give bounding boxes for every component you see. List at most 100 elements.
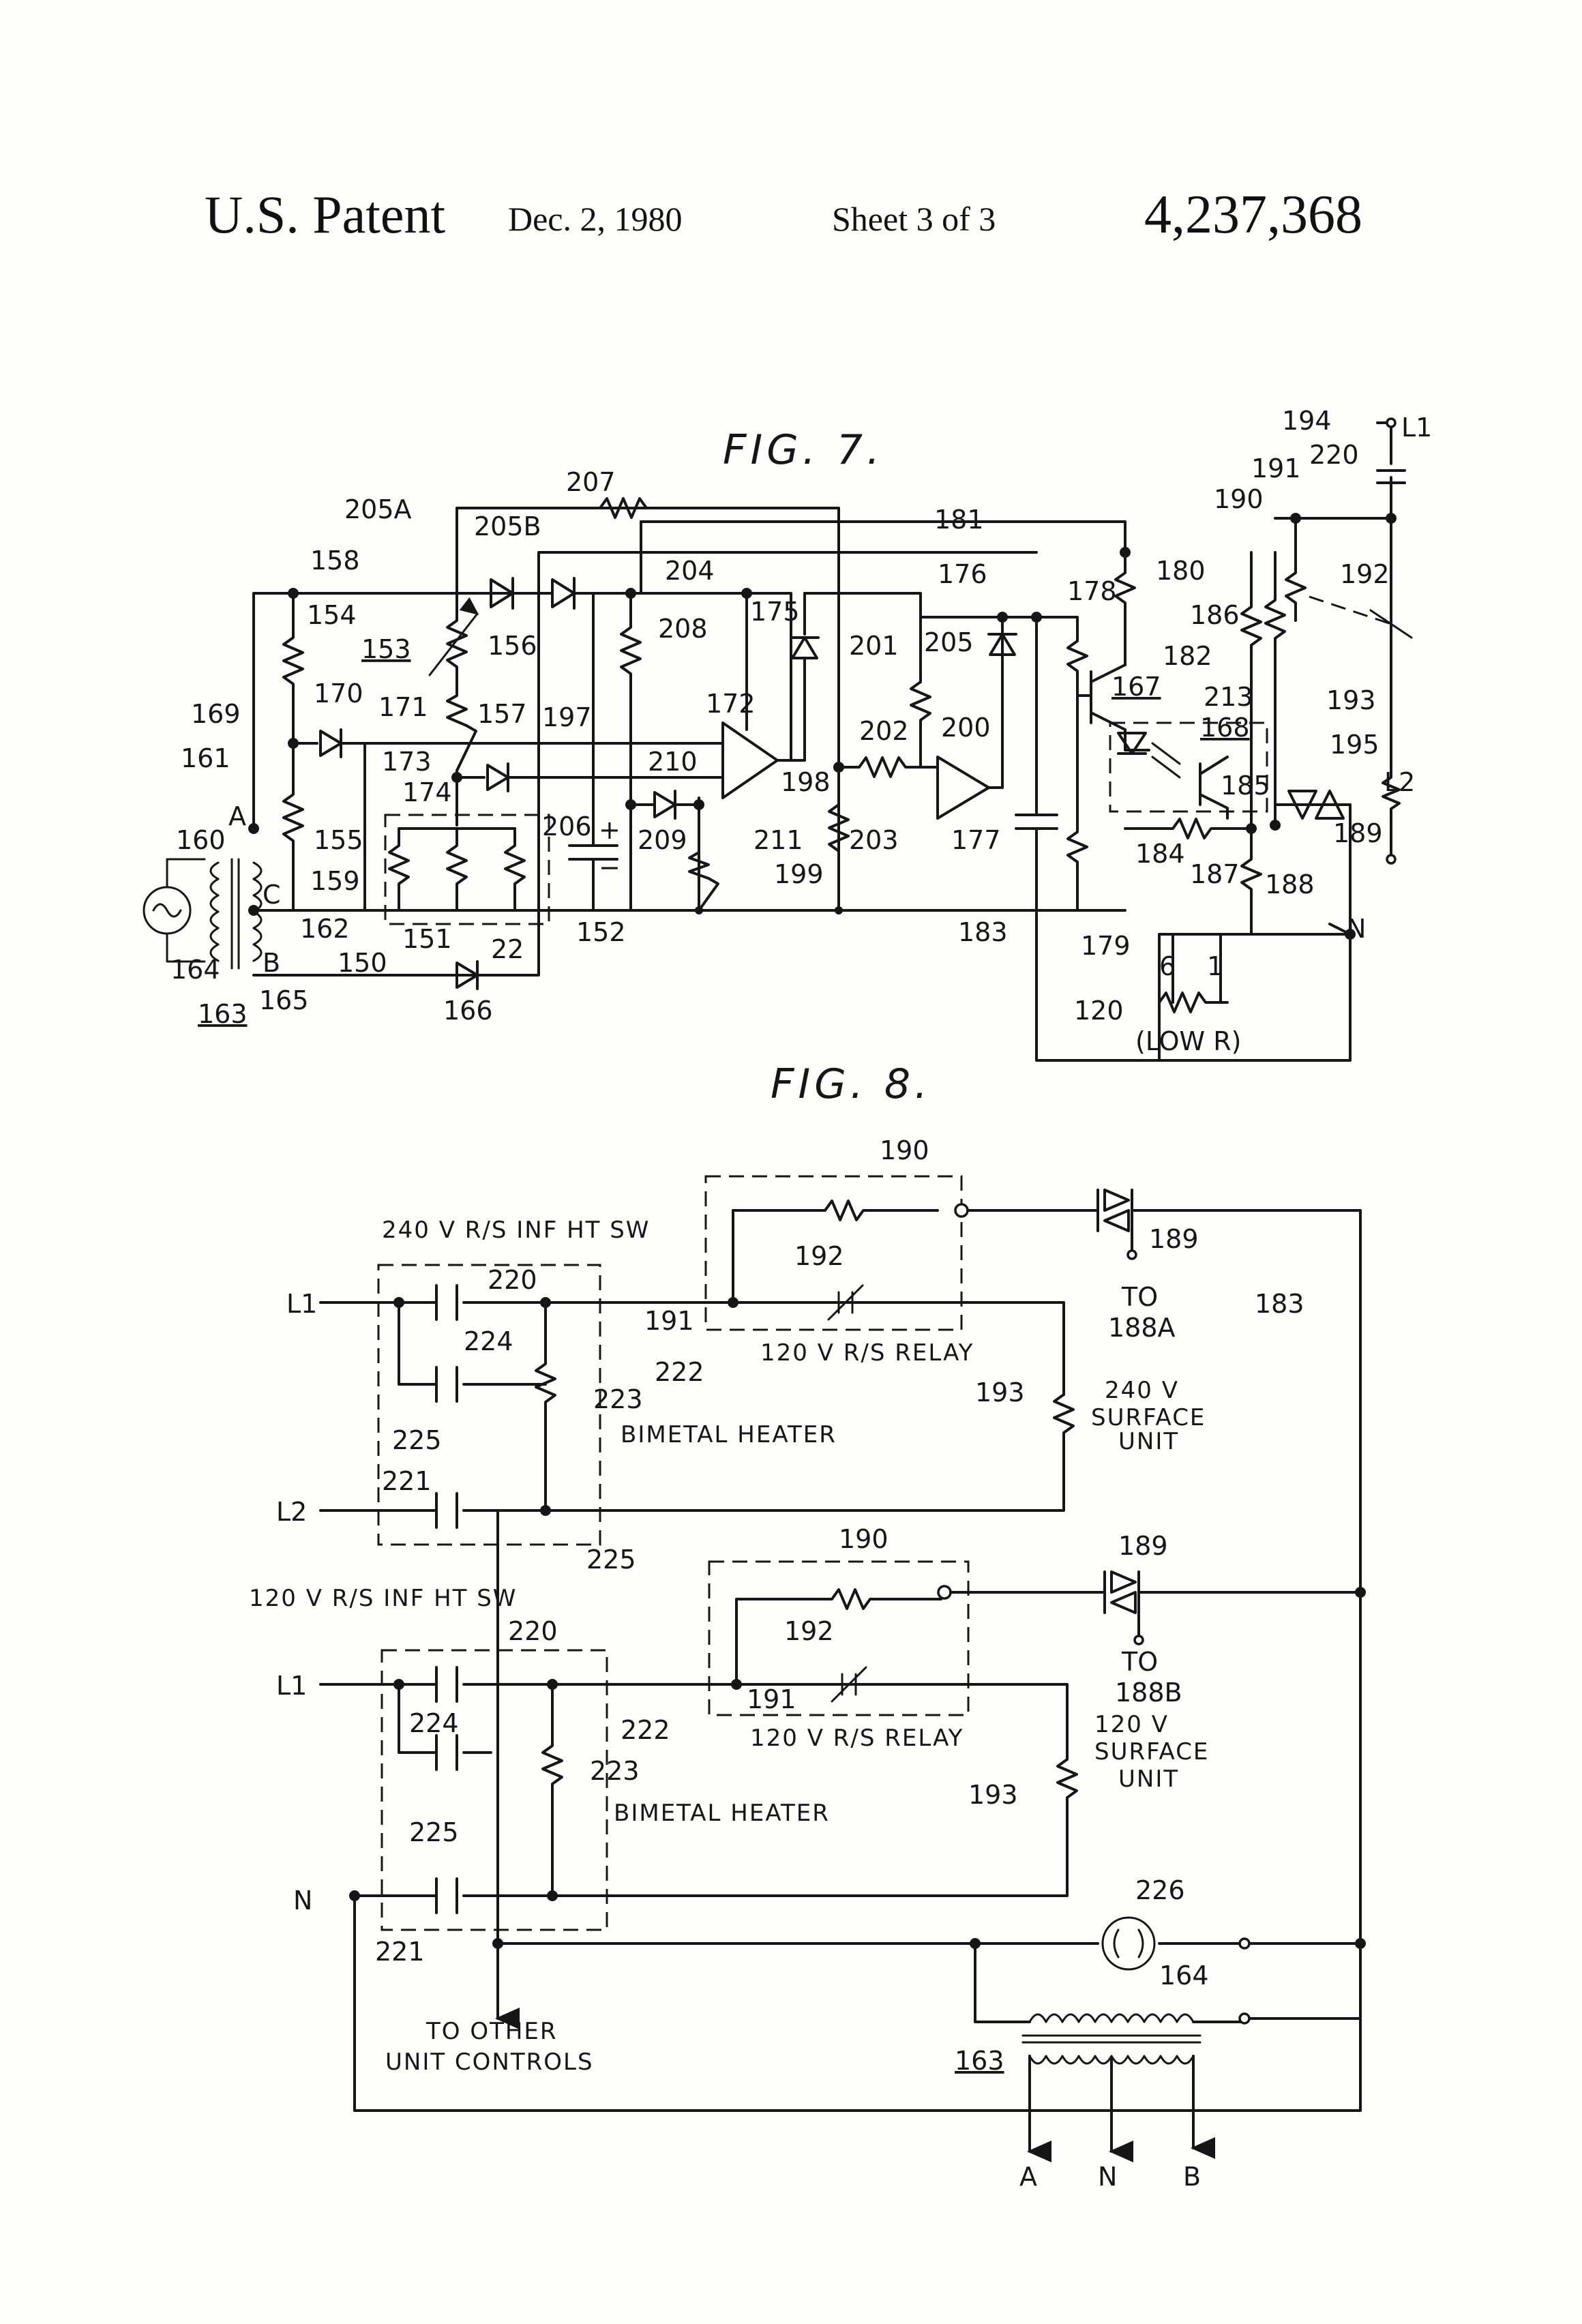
relay-box-bottom (708, 1560, 970, 1716)
resistor-207 (599, 497, 648, 519)
label-209: 209 (638, 825, 687, 855)
label-193-bottom: 193 (968, 1780, 1018, 1810)
patent-date: Dec. 2, 1980 (508, 200, 683, 238)
label-222-top: 222 (655, 1357, 704, 1387)
diode-170 (319, 730, 342, 757)
label-bimetal-bottom: BIMETAL HEATER (614, 1800, 830, 1827)
lamp-226 (1101, 1916, 1156, 1971)
heater-223-top (535, 1301, 556, 1512)
label-other-1: TO OTHER (426, 2018, 558, 2045)
label-199: 199 (774, 859, 824, 889)
resistor-154-155 (282, 592, 304, 912)
resistor-180 (1114, 551, 1136, 666)
fig7-title: FIG. 7. (723, 426, 884, 474)
fig8-schematic: FIG. 8. (249, 1060, 1366, 2192)
label-167: 167 (1111, 672, 1161, 702)
switch-box-120v (380, 1649, 608, 1931)
surface-unit-240v (1053, 1393, 1075, 1454)
led-182 (1117, 732, 1147, 755)
label-179: 179 (1081, 931, 1131, 961)
label-188b: 188B (1115, 1678, 1182, 1708)
label-170: 170 (314, 679, 363, 709)
load-120 (1158, 992, 1229, 1013)
label-159: 159 (310, 866, 360, 896)
label-164: 164 (170, 955, 220, 985)
label-226: 226 (1135, 1875, 1185, 1905)
label-190: 190 (1214, 484, 1264, 514)
label-200: 200 (941, 713, 991, 743)
resistor-213 (1264, 551, 1286, 826)
label-213: 213 (1204, 682, 1253, 712)
heater-223-bottom (541, 1683, 563, 1894)
label-175: 175 (750, 597, 800, 627)
label-181: 181 (934, 505, 984, 535)
label-unit120-1: 120 V (1094, 1711, 1169, 1738)
triac-189-bottom (1110, 1570, 1137, 1594)
label-minus: − (599, 852, 621, 882)
label-225-bottom: 225 (409, 1817, 459, 1847)
label-191-bottom: 191 (747, 1684, 796, 1714)
label-206: 206 (542, 811, 592, 841)
relay-contact-192-bottom (831, 1666, 867, 1703)
label-to-top: TO (1121, 1282, 1158, 1312)
label-165: 165 (259, 985, 309, 1015)
contact-221-top (435, 1492, 458, 1529)
label-208: 208 (658, 614, 708, 644)
resistor-187 (1124, 818, 1253, 839)
resistor-152 (504, 827, 526, 912)
label-node-a: A (228, 801, 246, 831)
label-224-top: 224 (464, 1326, 513, 1356)
label-183: 183 (958, 917, 1008, 947)
label-169: 169 (191, 699, 241, 729)
label-relay-bottom: 120 V R/S RELAY (750, 1725, 964, 1752)
resistor-203 (828, 803, 850, 852)
label-166: 166 (443, 996, 493, 1026)
contact-221-bottom (435, 1877, 458, 1914)
label-153: 153 (361, 634, 411, 664)
patent-label: U.S. Patent (205, 185, 446, 244)
label-l1: L1 (1401, 413, 1432, 443)
label-163: 163 (955, 2046, 1004, 2076)
resistor-188 (1240, 827, 1262, 936)
label-node-b: B (263, 948, 280, 978)
triac-189 (1287, 790, 1317, 820)
label-188a: 188A (1108, 1313, 1176, 1343)
contact-224-top (398, 1301, 547, 1403)
fig8-junctions (349, 1297, 1366, 1949)
label-157: 157 (477, 699, 527, 729)
wire-207 (456, 507, 840, 912)
label-n-left: N (293, 1886, 312, 1916)
label-163: 163 (198, 999, 248, 1029)
label-152: 152 (576, 917, 626, 947)
label-plus: + (599, 815, 621, 845)
fig8-labels: 190 240 V R/S INF HT SW 192 189 TO 188A … (249, 1135, 1304, 2192)
label-192-bottom: 192 (784, 1616, 834, 1646)
label-177: 177 (951, 825, 1001, 855)
label-220: 220 (1309, 440, 1359, 470)
label-205b: 205B (474, 511, 541, 541)
wire-181 (640, 520, 1126, 554)
label-202: 202 (859, 716, 909, 746)
label-other-2: UNIT CONTROLS (385, 2049, 594, 2076)
label-171: 171 (378, 692, 428, 722)
contact-220-bottom (435, 1666, 458, 1703)
label-203: 203 (849, 825, 899, 855)
label-l2: L2 (1384, 767, 1415, 797)
label-205a: 205A (344, 494, 412, 524)
resistor-201 (910, 681, 931, 769)
resistor-208 (620, 592, 642, 912)
secondary-163 (1028, 2055, 1195, 2065)
relay-box-top (704, 1175, 963, 1331)
label-211: 211 (753, 825, 803, 855)
label-unit240-3: UNIT (1118, 1428, 1179, 1455)
fig7-junctions (248, 513, 1397, 940)
label-174: 174 (402, 777, 452, 807)
label-150: 150 (338, 948, 387, 978)
surface-unit-120v (1056, 1758, 1078, 1819)
label-node-c: C (263, 880, 281, 910)
label-160: 160 (176, 825, 226, 855)
label-164: 164 (1159, 1961, 1209, 1991)
contact-220 (1376, 469, 1406, 484)
capacitor-177 (1015, 616, 1058, 912)
